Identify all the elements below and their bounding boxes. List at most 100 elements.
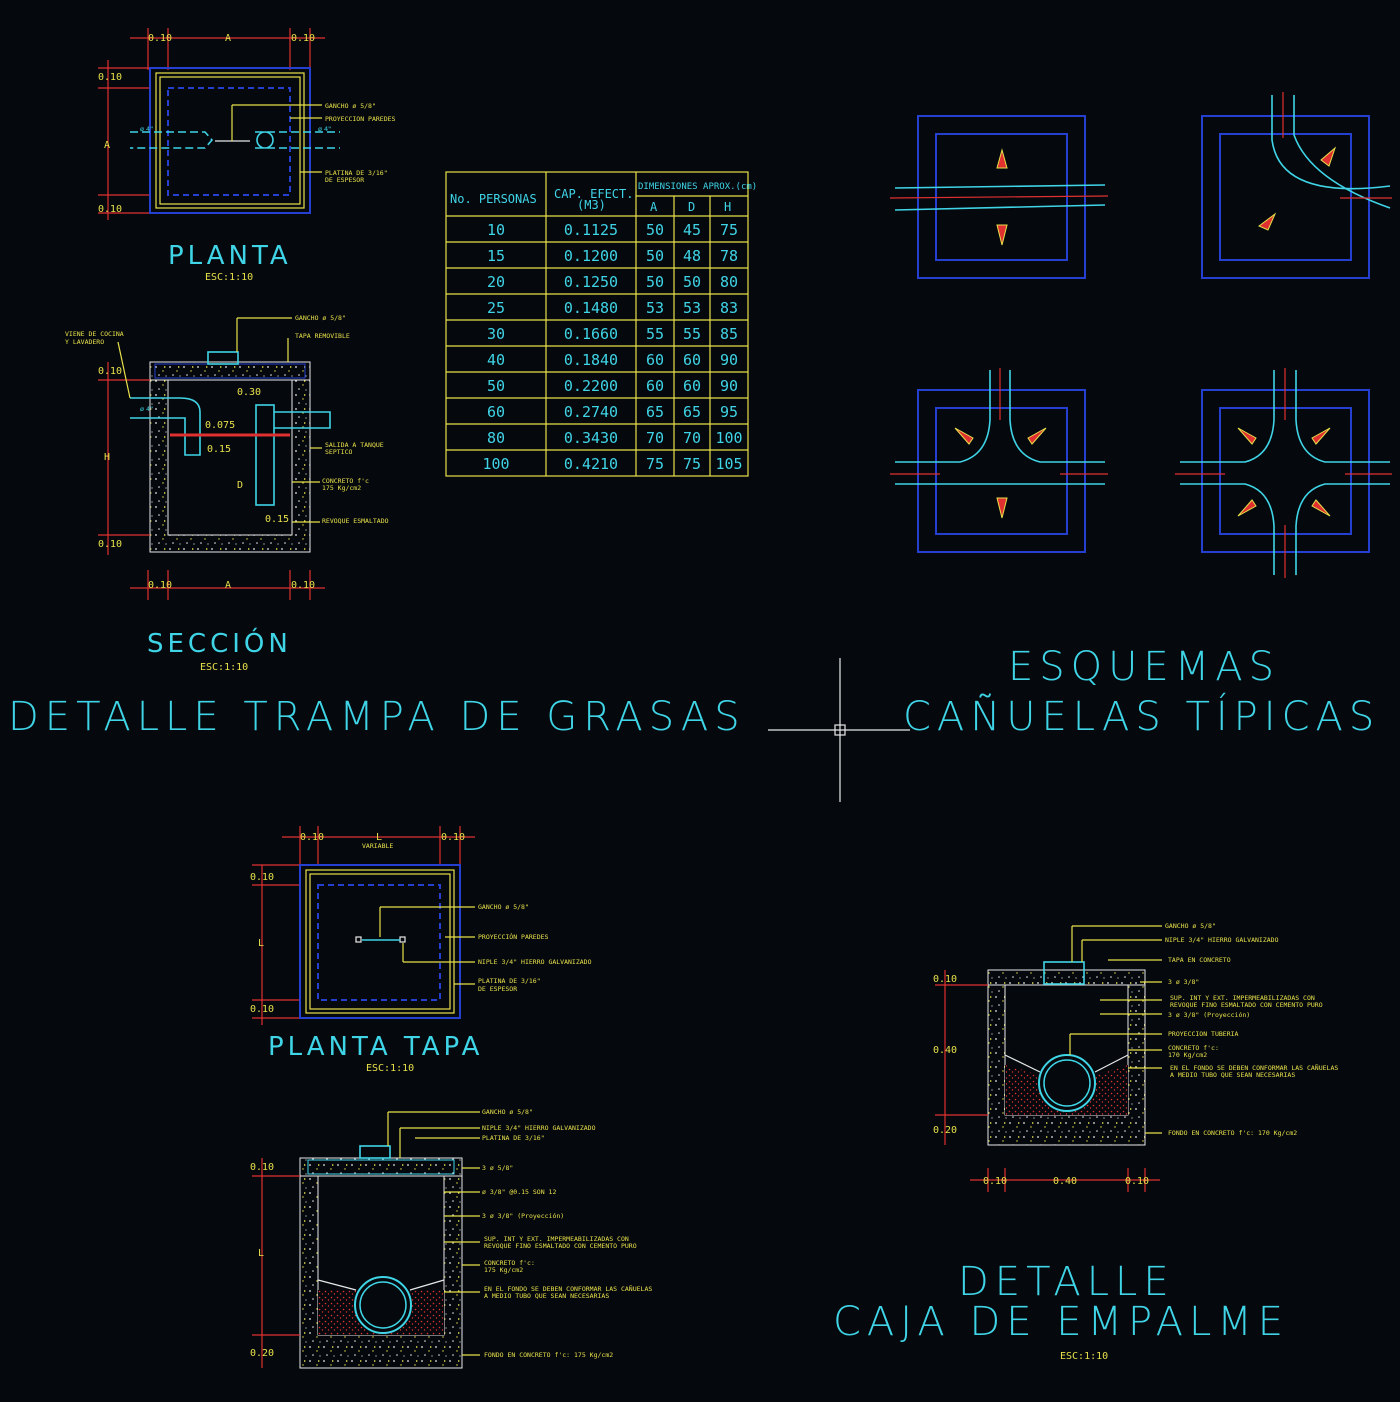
dim-label: A [225,580,231,591]
table-cell: 90 [720,377,738,395]
table-cell: 95 [720,403,738,421]
note-fondo-concreto: FONDO EN CONCRETO f'c: 170 Kg/cm2 [1168,1129,1297,1137]
note-viene: Y LAVADERO [65,338,104,346]
dim-label: 0.10 [300,832,324,843]
table-cell: 30 [487,325,505,343]
planta-view: 0.10 A 0.10 0.10 A 0.10 ø 4" ø 4" GANCHO… [98,28,396,283]
table-cell: 0.1840 [564,351,618,369]
table-cell: 50 [646,221,664,239]
table-cell: 50 [683,273,701,291]
seccion-title: SECCIÓN [147,627,292,659]
table-cell: 45 [683,221,701,239]
planta-tapa-scale: ESC:1:10 [366,1063,414,1074]
table-cell: 60 [683,351,701,369]
dim-label: 0.20 [933,1125,957,1136]
table-cell: 105 [715,455,742,473]
table-cell: 53 [646,299,664,317]
table-header-cap: CAP. EFECT. [554,187,633,201]
dim-label: 0.10 [250,1004,274,1015]
dim-label: 0.15 [207,444,231,455]
dim-label: 0.10 [933,974,957,985]
caja-scale: ESC:1:10 [1060,1351,1108,1362]
table-header-dim: DIMENSIONES APROX.(cm) [638,182,757,192]
note-concreto: CONCRETO f'c: [484,1259,535,1267]
table-cell: 48 [683,247,701,265]
table-cell: 0.1660 [564,325,618,343]
crosshair-cursor[interactable] [768,658,910,802]
note-platina: PLATINA DE 3/16" [325,169,388,177]
table-header-h: H [724,200,731,214]
seccion-view: 0.10 H 0.10 0.30 0.075 0.15 D 0.15 0.10 … [65,314,389,673]
note-niple: NIPLE 3/4" HIERRO GALVANIZADO [482,1124,596,1132]
title-caja-empalme: CAJA DE EMPALME [833,1299,1289,1345]
table-cell: 85 [720,325,738,343]
table-cell: 10 [487,221,505,239]
table-cell: 83 [720,299,738,317]
dim-label: 0.20 [250,1348,274,1359]
planta-scale: ESC:1:10 [205,272,253,283]
note-n2: ø 3/8" @0.15 SON 12 [482,1188,556,1196]
note-gancho: GANCHO ø 5/8" [325,102,376,110]
dim-label: 0.10 [291,580,315,591]
table-cell: 0.4210 [564,455,618,473]
note-n3: 3 ø 3/8" (Proyección) [1168,1011,1250,1019]
table-header-cap: (M3) [577,198,606,212]
table-cell: 80 [720,273,738,291]
note-gancho: GANCHO ø 5/8" [482,1108,533,1116]
note-fondo: EN EL FONDO SE DEBEN CONFORMAR LAS CAÑUE… [1170,1063,1338,1072]
planta-title: PLANTA [168,241,292,271]
table-cell: 90 [720,351,738,369]
table-cell: 60 [646,377,664,395]
note-proyeccion: PROYECCION PAREDES [325,115,396,123]
dim-label: 0.10 [98,366,122,377]
table-cell: 70 [646,429,664,447]
dim-label: L [376,832,382,843]
table-cell: 0.1480 [564,299,618,317]
note-salida: SALIDA A TANQUE [325,441,384,449]
table-cell: 15 [487,247,505,265]
dim-label: 0.10 [983,1176,1007,1187]
note-sup: REVOQUE FINO ESMALTADO CON CEMENTO PURO [1170,1001,1323,1009]
table-header-personas: No. PERSONAS [450,192,537,206]
note-niple: NIPLE 3/4" HIERRO GALVANIZADO [1165,936,1279,944]
note-n1: 3 ø 3/8" [1168,978,1199,986]
table-cell: 60 [683,377,701,395]
table-cell: 50 [646,273,664,291]
esquema-cross [1175,368,1392,578]
table-cell: 60 [487,403,505,421]
dim-label: 0.10 [291,33,315,44]
note-fondo: A MEDIO TUBO QUE SEAN NECESARIAS [484,1292,609,1300]
note-proyeccion: PROYECCIÓN PAREDES [478,932,549,941]
table-cell: 50 [487,377,505,395]
table-cell: 80 [487,429,505,447]
note-revoque: REVOQUE ESMALTADO [322,517,389,525]
table-cell: 100 [715,429,742,447]
seccion-caja-variable: 0.10 L 0.20 GANCHO ø 5/8" NIPLE 3/4" HIE… [250,1108,652,1369]
note-concreto: CONCRETO f'c: [1168,1044,1219,1052]
table-cell: 70 [683,429,701,447]
table-cell: 65 [646,403,664,421]
table-cell: 0.1125 [564,221,618,239]
dim-label: L [258,938,264,949]
dim-label: 0.10 [98,539,122,550]
note-espesor: DE ESPESOR [325,176,364,184]
table-cell: 53 [683,299,701,317]
title-trampa-grasas: DETALLE TRAMPA DE GRASAS [8,694,746,740]
esquema-straight [889,115,1109,279]
dim-label: A [104,140,110,151]
title-detalle: DETALLE [958,1259,1175,1305]
table-cell: 55 [646,325,664,343]
note-gancho: GANCHO ø 5/8" [295,314,346,322]
dim-label: 0.15 [265,514,289,525]
pipe-label: ø 4" [140,405,153,413]
dim-label: 0.10 [148,33,172,44]
caja-empalme-section: 0.10 0.40 0.20 0.10 0.40 0.10 GANCHO ø 5… [833,922,1338,1362]
dim-label: 0.10 [98,204,122,215]
note-viene: VIENE DE COCINA [65,330,124,338]
dim-label: 0.075 [205,420,235,431]
dim-label: 0.10 [98,72,122,83]
note-gancho: GANCHO ø 5/8" [1165,922,1216,930]
seccion-scale: ESC:1:10 [200,662,248,673]
